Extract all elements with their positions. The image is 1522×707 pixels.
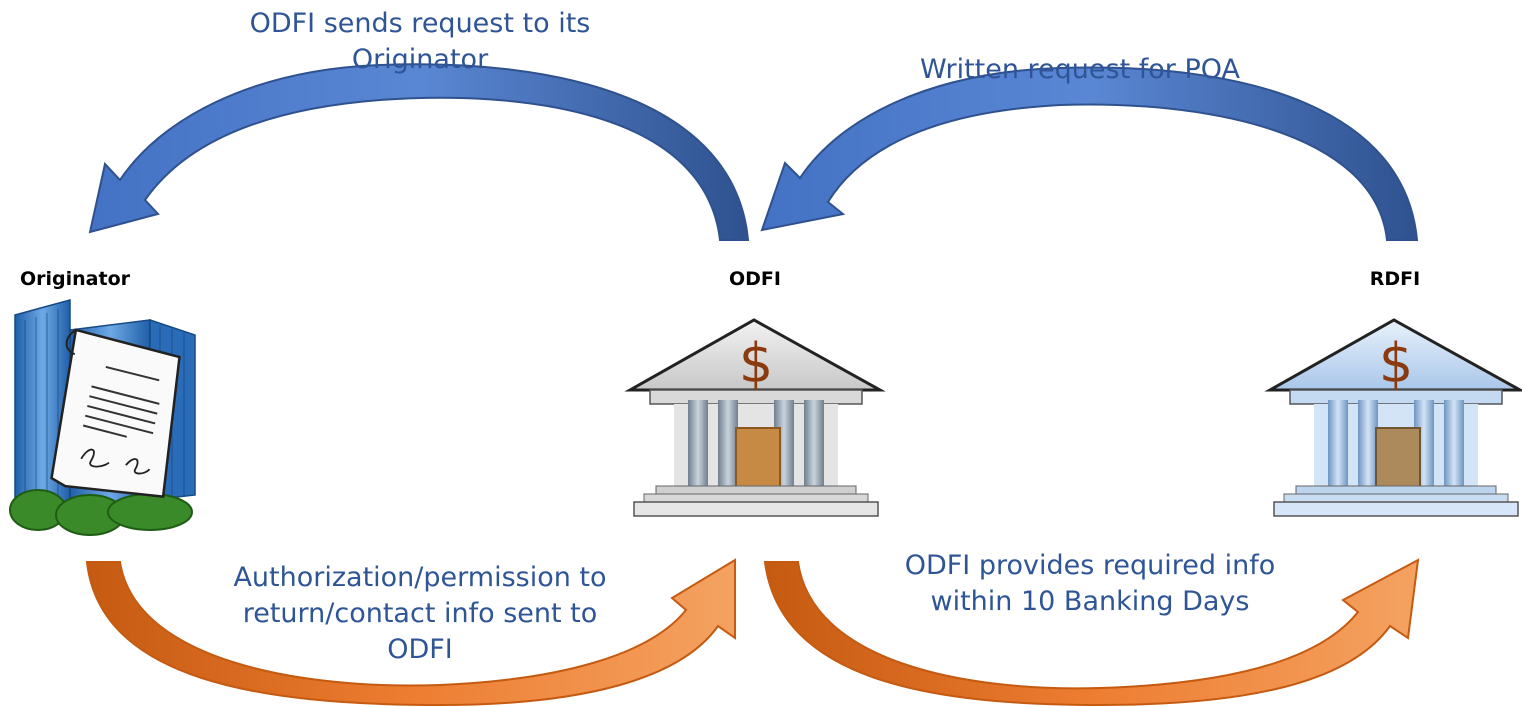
label-written-request: Written request for POA [870,52,1290,88]
arrow-rdfi-to-odfi [760,66,1419,241]
label-line: Originator [351,44,489,75]
label-line: return/contact info sent to [242,598,598,629]
office-building-with-signed-document-icon [9,299,196,536]
label-line: ODFI [387,634,453,665]
arrow-originator-to-odfi [85,558,736,707]
node-rdfi-name: RDFI [1369,268,1421,290]
node-odfi-name: ODFI [729,268,781,290]
bank-dollar-icon: $ [1264,318,1522,517]
label-line: Written request for POA [919,54,1241,85]
bank-dollar-icon: $ [624,318,886,517]
node-originator-name: Originator [20,268,131,290]
label-line: ODFI provides required info [904,550,1276,581]
label-odfi-sends-request: ODFI sends request to its Originator [190,6,650,78]
label-line: ODFI sends request to its [249,8,591,39]
label-line: Authorization/permission to [233,562,607,593]
dollar-sign: $ [1379,332,1413,395]
label-authorization: Authorization/permission to return/conta… [185,560,655,668]
label-odfi-provides-info: ODFI provides required info within 10 Ba… [860,548,1320,620]
arrow-odfi-to-originator [88,63,750,241]
label-line: within 10 Banking Days [930,586,1250,617]
arrow-odfi-to-rdfi [763,558,1420,707]
dollar-sign: $ [739,332,773,395]
